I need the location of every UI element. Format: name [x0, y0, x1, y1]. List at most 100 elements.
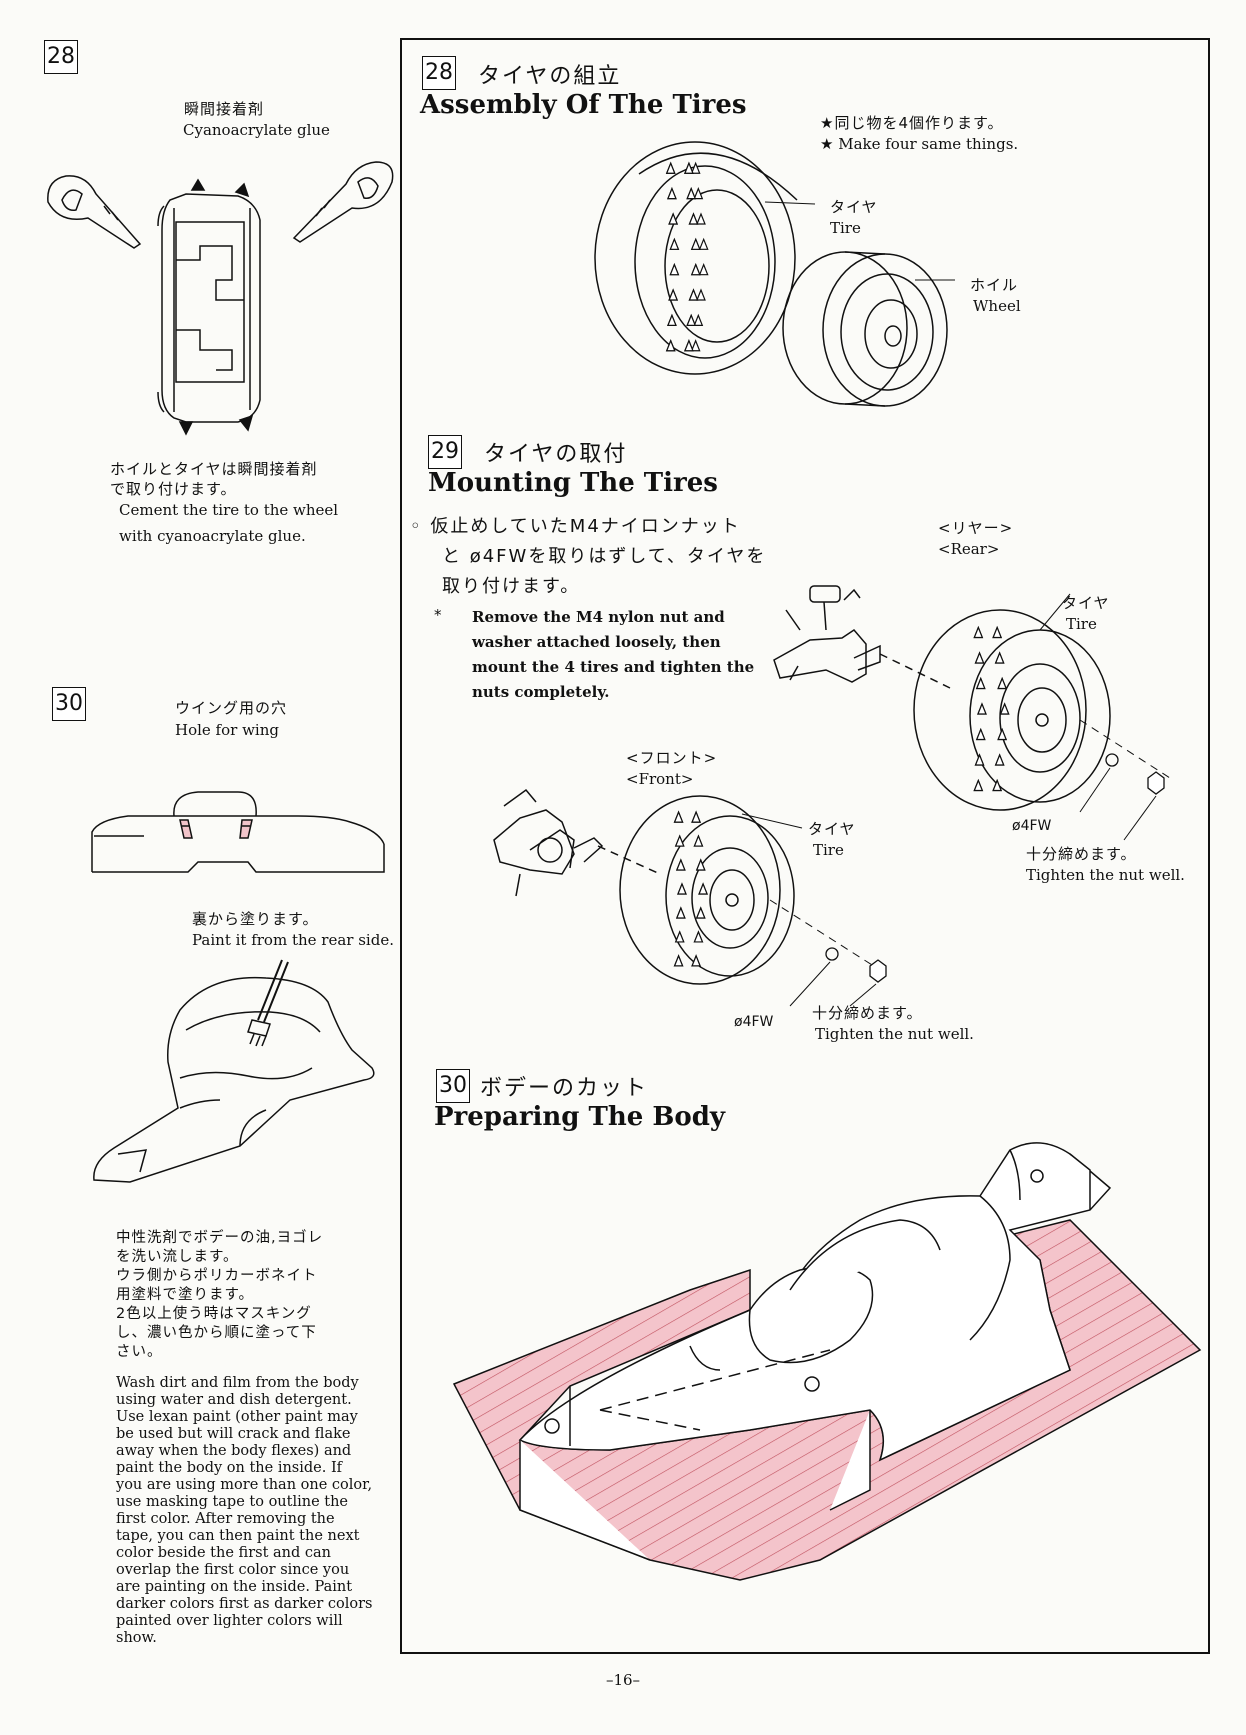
spike-stud	[668, 189, 676, 199]
wash-en-line: using water and dish detergent.	[116, 1392, 352, 1408]
tire-cross-section-illustration	[40, 160, 400, 440]
spike-stud	[692, 239, 700, 249]
front-tighten-jp: 十分締めます。	[812, 1004, 923, 1022]
glue-bottle-left-icon	[48, 176, 140, 248]
wash-en-line: use masking tape to outline the	[116, 1494, 349, 1510]
front-tire-mounting-illustration	[490, 770, 930, 1000]
spike-stud	[692, 812, 700, 822]
wash-en-line: first color. After removing the	[116, 1511, 335, 1527]
spike-stud	[692, 163, 700, 173]
step-28-title-jp: タイヤの組立	[478, 64, 622, 89]
tire-spikes	[667, 163, 708, 350]
wash-jp-line: を洗い流します。	[116, 1249, 239, 1265]
front-tighten-en: Tighten the nut well.	[815, 1025, 974, 1043]
front-nut-icon	[870, 960, 886, 982]
step-29-number: 29	[428, 435, 462, 469]
tire-label-en: Tire	[830, 219, 861, 237]
spike-stud	[998, 730, 1006, 740]
front-hub-assembly	[494, 790, 660, 896]
spike-stud	[976, 653, 984, 663]
spike-stud	[668, 315, 676, 325]
body-cut-illustration	[450, 1110, 1210, 1590]
spike-stud	[978, 704, 986, 714]
rear-washer-icon	[1106, 754, 1118, 766]
step-30-title-jp: ボデーのカット	[480, 1076, 649, 1101]
spike-stud	[687, 315, 695, 325]
spike-stud	[677, 908, 685, 918]
spike-stud	[687, 189, 695, 199]
step-28-title-en: Assembly Of The Tires	[420, 90, 747, 120]
spike-stud	[676, 836, 684, 846]
glue-label-en: Cyanoacrylate glue	[183, 121, 330, 139]
step-29-title-en: Mounting The Tires	[428, 468, 718, 498]
paint-rear-jp: 裏から塗ります。	[192, 910, 319, 928]
wash-en-line: show.	[116, 1630, 157, 1646]
spike-stud	[678, 884, 686, 894]
spike-stud	[700, 239, 708, 249]
wash-en-line: away when the body flexes) and	[116, 1443, 352, 1459]
mount-instructions-en: Remove the M4 nylon nut and washer attac…	[472, 605, 754, 705]
tire-wheel-section	[158, 180, 260, 434]
spike-stud	[996, 755, 1004, 765]
rear-tire-mounting-illustration	[770, 570, 1190, 820]
mount-jp-line: ◦ 仮止めしていたM4ナイロンナット	[410, 516, 741, 537]
wash-instructions-en: Wash dirt and film from the body using w…	[116, 1375, 373, 1647]
body-shell	[520, 1143, 1110, 1560]
mount-instructions-jp: ◦ 仮止めしていたM4ナイロンナット と ø4FWを取りはずして、タイヤを 取り…	[410, 512, 766, 602]
step-30-title-en: Preparing The Body	[434, 1102, 725, 1132]
spike-stud	[697, 290, 705, 300]
wing-hole-label-jp: ウイング用の穴	[175, 699, 288, 717]
mount-jp-line: と ø4FWを取りはずして、タイヤを	[442, 546, 767, 567]
spike-stud	[697, 908, 705, 918]
spike-stud	[996, 653, 1004, 663]
step-28-number-left: 28	[44, 40, 78, 74]
main-instruction-frame	[400, 38, 1210, 1654]
bullet-marker: *	[434, 606, 442, 624]
rear-tighten-en: Tighten the nut well.	[1026, 866, 1185, 884]
spike-stud	[974, 628, 982, 638]
rear-tighten-jp: 十分締めます。	[1026, 845, 1137, 863]
spike-stud	[689, 214, 697, 224]
make-four-en: ★ Make four same things.	[820, 135, 1019, 153]
mount-en-line: nuts completely.	[472, 683, 610, 701]
wash-jp-line: 中性洗剤でボデーの油,ヨゴレ	[116, 1230, 324, 1246]
spike-stud	[974, 781, 982, 791]
cement-note-en-2: with cyanoacrylate glue.	[119, 527, 306, 545]
spike-stud	[700, 265, 708, 275]
step-29-title-jp: タイヤの取付	[484, 442, 628, 467]
page-number: –16–	[605, 1671, 641, 1689]
wash-instructions-jp: 中性洗剤でボデーの油,ヨゴレ を洗い流します。 ウラ側からポリカーボネイト 用塗…	[116, 1229, 323, 1362]
cement-note-en-1: Cement the tire to the wheel	[119, 501, 339, 519]
spike-stud	[675, 956, 683, 966]
glue-label-jp: 瞬間接着剤	[184, 100, 265, 118]
spike-stud	[694, 315, 702, 325]
spike-stud	[670, 265, 678, 275]
mount-jp-line: 取り付けます。	[442, 576, 581, 597]
spike-stud	[692, 956, 700, 966]
mount-en-line: mount the 4 tires and tighten the	[472, 658, 755, 676]
rear-washer-label: ø4FW	[1012, 818, 1052, 834]
wash-jp-line: 用塗料で塗ります。	[116, 1287, 255, 1303]
spike-stud	[993, 781, 1001, 791]
wash-jp-line: ウラ側からポリカーボネイト	[116, 1268, 318, 1284]
spike-stud	[976, 755, 984, 765]
wash-en-line: you are using more than one color,	[116, 1477, 373, 1493]
spike-stud	[667, 341, 675, 351]
step-30-number: 30	[436, 1069, 470, 1103]
spike-stud	[692, 341, 700, 351]
wing-hole-label-en: Hole for wing	[175, 721, 279, 739]
make-four-jp: ★同じ物を4個作ります。	[820, 114, 1004, 132]
rear-tire-label-jp: タイヤ	[1062, 594, 1110, 612]
spike-stud	[670, 239, 678, 249]
tire-wheel-assembly-illustration	[575, 130, 1055, 420]
wheel-label-en: Wheel	[973, 297, 1021, 315]
spike-stud	[669, 214, 677, 224]
spike-stud	[689, 290, 697, 300]
front-washer-icon	[826, 948, 838, 960]
mount-en-line: washer attached loosely, then	[472, 633, 721, 651]
wash-jp-line: さい。	[116, 1344, 163, 1360]
wheel-label-jp: ホイル	[970, 276, 1019, 294]
step-30-number-left: 30	[52, 687, 86, 721]
wash-en-line: tape, you can then paint the next	[116, 1528, 360, 1544]
rear-label-en: <Rear>	[938, 540, 1000, 558]
